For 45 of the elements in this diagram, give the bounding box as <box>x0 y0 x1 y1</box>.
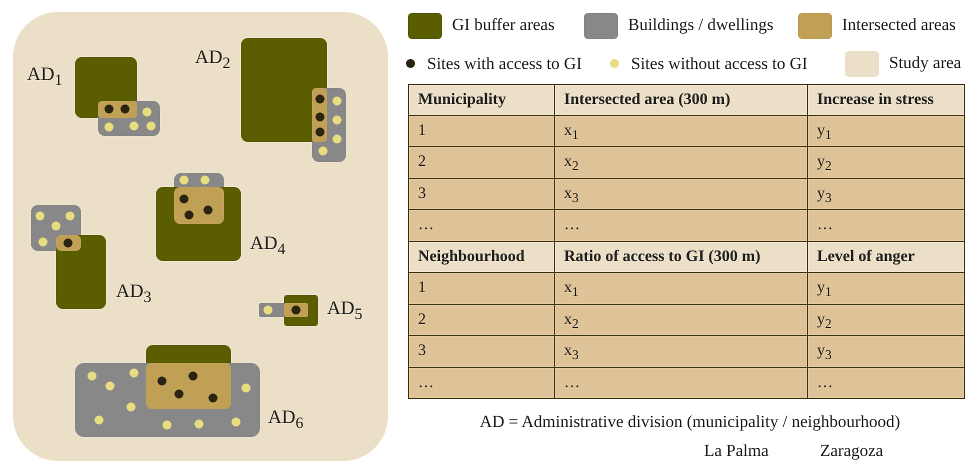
table-cell: y$_{3}$ <box>807 178 965 210</box>
legend-label: Sites without access to GI <box>631 54 808 74</box>
table-header-cell: Level of anger <box>807 240 965 273</box>
table-header-cell: Ratio of access to GI (300 m) <box>554 240 808 273</box>
table-cell: … <box>408 209 555 242</box>
table-cell: y$_{3}$ <box>807 335 965 368</box>
table-cell: x$_{3}$ <box>554 335 808 368</box>
legend-label: Sites with access to GI <box>427 54 582 74</box>
place-name: La Palma <box>704 441 769 461</box>
table-cell: … <box>807 366 965 399</box>
table-cell: … <box>554 209 808 242</box>
table-cell: y$_{2}$ <box>807 146 965 178</box>
caption: AD = Administrative division (municipality / neighbourhood) <box>478 412 902 432</box>
legend-label: Study area <box>889 53 962 73</box>
table-cell: … <box>554 366 808 399</box>
table-cell: x$_{3}$ <box>554 178 808 210</box>
table-cell: … <box>408 366 555 399</box>
table-cell: 1 <box>408 114 555 147</box>
table-cell: x$_{2}$ <box>554 304 808 336</box>
table-cell: 1 <box>408 272 555 304</box>
legend-label: Buildings / dwellings <box>628 15 774 35</box>
table-cell: x$_{1}$ <box>554 272 808 304</box>
table-header-cell: Municipality <box>408 84 555 116</box>
division-label: AD$_{6}$ <box>268 407 304 433</box>
table-cell: x$_{2}$ <box>554 146 808 178</box>
table-cell: 2 <box>408 304 555 336</box>
table-cell: … <box>807 209 965 242</box>
table-cell: y$_{1}$ <box>807 272 965 304</box>
division-label: AD$_{3}$ <box>116 281 152 307</box>
table-cell: y$_{2}$ <box>807 304 965 336</box>
division-label: AD$_{5}$ <box>327 298 362 324</box>
table-header-cell: Neighbourhood <box>408 240 555 273</box>
division-label: AD$_{2}$ <box>195 47 230 73</box>
table-header-cell: Intersected area (300 m) <box>554 84 808 116</box>
table-cell: x$_{1}$ <box>554 114 808 147</box>
division-label: AD$_{1}$ <box>27 64 62 90</box>
division-label: AD$_{4}$ <box>250 233 286 259</box>
table-cell: 3 <box>408 335 555 368</box>
place-name: Zaragoza <box>820 441 884 461</box>
table-cell: y$_{1}$ <box>807 114 965 147</box>
table-cell: 2 <box>408 146 555 178</box>
legend-label: Intersected areas <box>842 15 956 35</box>
legend-label: GI buffer areas <box>452 15 555 35</box>
table-cell: 3 <box>408 178 555 210</box>
table-header-cell: Increase in stress <box>807 84 965 116</box>
